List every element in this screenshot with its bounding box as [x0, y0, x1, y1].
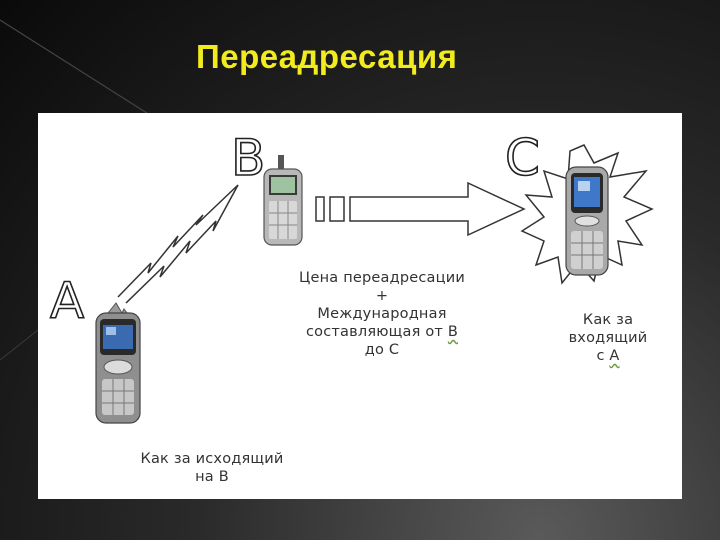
right-caption: Как за входящий с А — [558, 311, 658, 365]
label-b: B — [230, 129, 266, 187]
diagram-graphics — [95, 144, 654, 424]
lightning-icon — [117, 184, 239, 304]
phone-b-icon — [263, 155, 303, 246]
arrow-icon — [315, 181, 526, 237]
left-caption: Как за исходящий на В — [132, 450, 292, 486]
phone-c-icon — [565, 166, 609, 276]
slide-title: Переадресация — [196, 38, 458, 75]
label-a: A — [49, 272, 85, 330]
center-caption: Цена переадресации + Международная соста… — [292, 269, 472, 359]
center-line1: Цена переадресации — [299, 270, 465, 286]
right-line3-link: А — [609, 348, 620, 364]
left-line1: Как за исходящий — [140, 451, 284, 467]
center-line5: до С — [364, 342, 400, 358]
diagram-panel: A B C Цена переадресации + Международная… — [38, 113, 682, 499]
center-line3: Международная — [317, 306, 447, 322]
center-line4: составляющая от В — [305, 324, 459, 340]
center-line2: + — [375, 288, 389, 304]
right-line2: входящий — [568, 330, 648, 346]
right-line3: с А — [596, 348, 620, 364]
left-line2: на В — [195, 469, 229, 485]
phone-a-icon — [95, 302, 141, 424]
center-line4-link: В — [447, 324, 459, 340]
label-c: C — [504, 129, 541, 187]
right-line1: Как за — [582, 312, 634, 328]
